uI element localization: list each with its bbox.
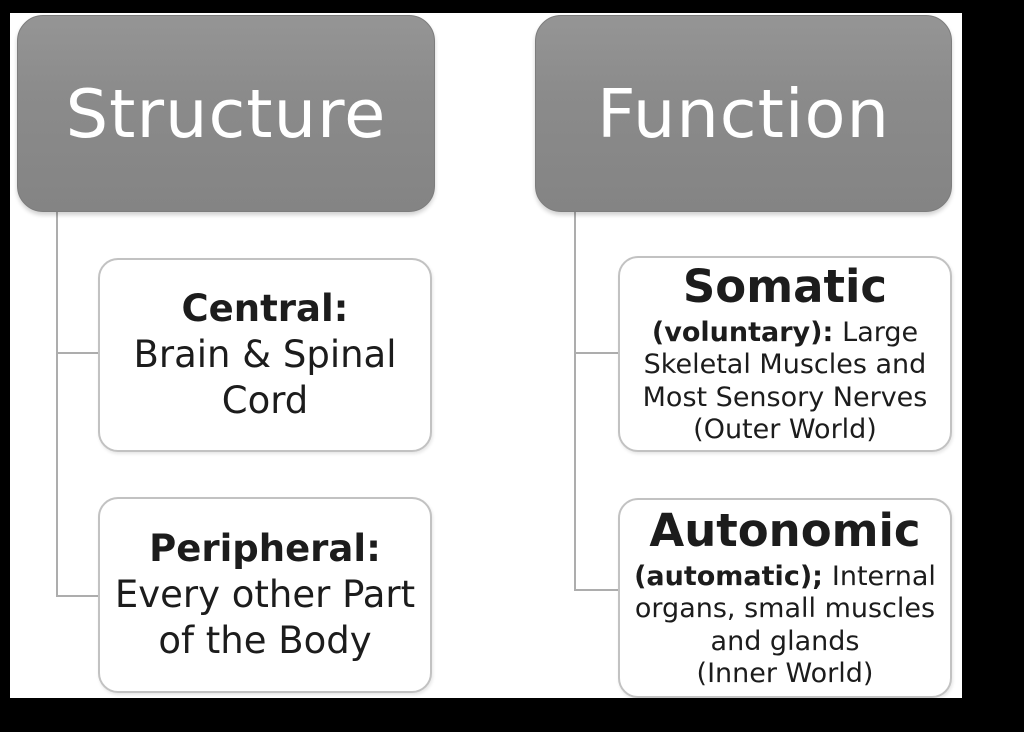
- somatic-node-qualifier-line: (voluntary):Large: [652, 317, 918, 349]
- structure-root-node: Structure: [17, 15, 435, 212]
- somatic-qualifier: (voluntary):: [651, 316, 834, 348]
- somatic-node-line: (Outer World): [693, 414, 877, 446]
- autonomic-node-line: organs, small muscles: [634, 593, 936, 625]
- function-root-label: Function: [597, 74, 890, 153]
- central-node-line: Brain & Spinal: [133, 333, 397, 377]
- central-node-line: Cord: [221, 378, 309, 422]
- somatic-qualifier-rest: Large: [842, 316, 919, 348]
- peripheral-node-line: Every other Part: [114, 573, 416, 617]
- function-root-node: Function: [535, 15, 952, 212]
- somatic-elbow-connector: [574, 352, 618, 354]
- autonomic-qualifier: (automatic);: [634, 560, 823, 592]
- autonomic-node-line: and glands: [710, 625, 860, 657]
- structure-trunk-connector: [56, 209, 58, 597]
- peripheral-node: Peripheral: Every other Part of the Body: [98, 497, 432, 693]
- autonomic-qualifier-rest: Internal: [831, 560, 936, 592]
- peripheral-node-line: of the Body: [158, 618, 372, 662]
- autonomic-elbow-connector: [574, 589, 618, 591]
- central-node-title: Central:: [181, 287, 349, 331]
- peripheral-elbow-connector: [56, 595, 98, 597]
- somatic-node-line: Most Sensory Nerves: [642, 381, 928, 413]
- somatic-node: Somatic (voluntary):Large Skeletal Muscl…: [618, 256, 952, 452]
- autonomic-node: Autonomic (automatic);Internal organs, s…: [618, 498, 952, 698]
- autonomic-node-qualifier-line: (automatic);Internal: [634, 561, 936, 593]
- peripheral-node-title: Peripheral:: [149, 527, 381, 571]
- somatic-node-line: Skeletal Muscles and: [643, 349, 927, 381]
- central-elbow-connector: [56, 352, 98, 354]
- central-node: Central: Brain & Spinal Cord: [98, 258, 432, 452]
- somatic-node-title: Somatic: [682, 259, 888, 313]
- autonomic-node-title: Autonomic: [649, 503, 921, 557]
- structure-root-label: Structure: [65, 74, 387, 153]
- function-trunk-connector: [574, 209, 576, 591]
- autonomic-node-line: (Inner World): [696, 658, 874, 690]
